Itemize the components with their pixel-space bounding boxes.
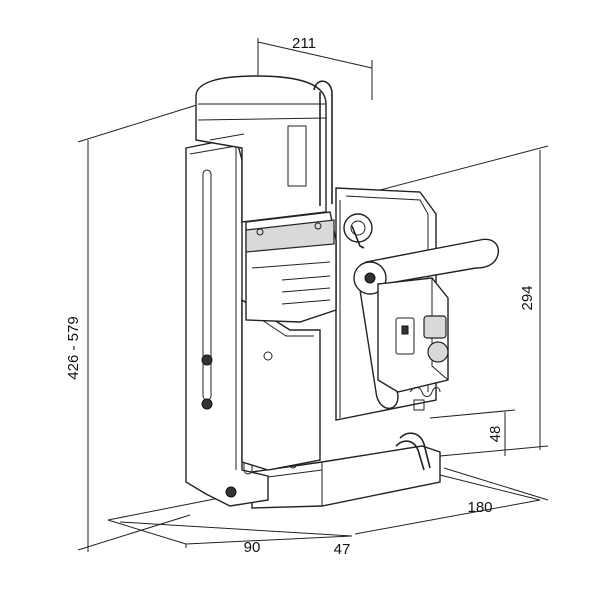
dim-base-width: 90 (244, 539, 261, 556)
dim-base-height: 48 (487, 426, 504, 443)
dim-base-offset: 47 (334, 541, 351, 558)
dimension-labels: 211 426 - 579 294 48 180 90 47 (65, 35, 536, 558)
dim-column-height: 294 (519, 285, 536, 310)
dim-top-width: 211 (292, 35, 316, 52)
drill-machine (185, 75, 499, 509)
dim-overall-height: 426 - 579 (65, 316, 82, 379)
dim-base-length: 180 (467, 499, 492, 516)
dimension-lines (77, 38, 549, 552)
